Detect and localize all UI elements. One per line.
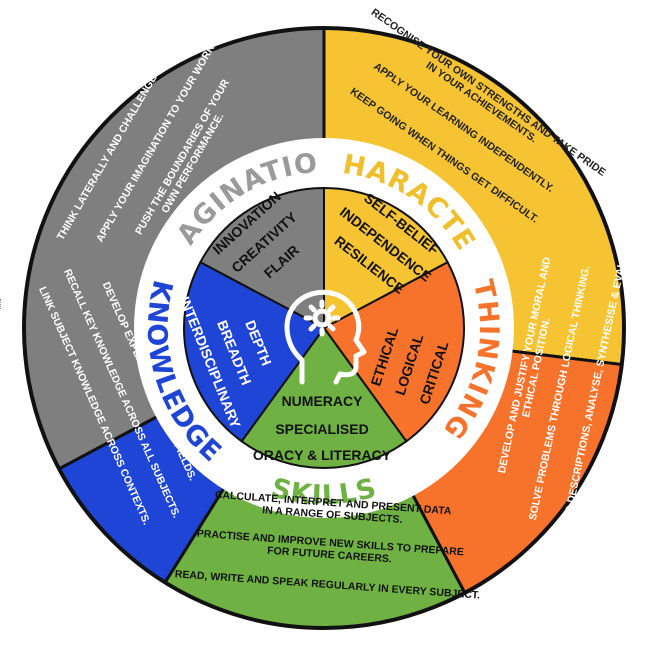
character-inner-segment	[323, 186, 449, 330]
skills-inner-1: NUMERACY	[282, 393, 364, 409]
imagination-inner-segment	[199, 186, 325, 330]
skills-inner-text: NUMERACY SPECIALISED ORACY & LITERACY	[253, 393, 392, 463]
outer-rim	[22, 26, 626, 630]
head-with-gear-icon	[284, 289, 367, 385]
thinking-inner-segment	[322, 260, 465, 443]
skills-inner-segment	[240, 326, 408, 469]
skills-inner-2: SPECIALISED	[275, 421, 368, 437]
knowledge-inner-segment	[183, 260, 326, 443]
left-edge-marker	[0, 299, 4, 309]
skills-inner-3: ORACY & LITERACY	[253, 447, 392, 463]
